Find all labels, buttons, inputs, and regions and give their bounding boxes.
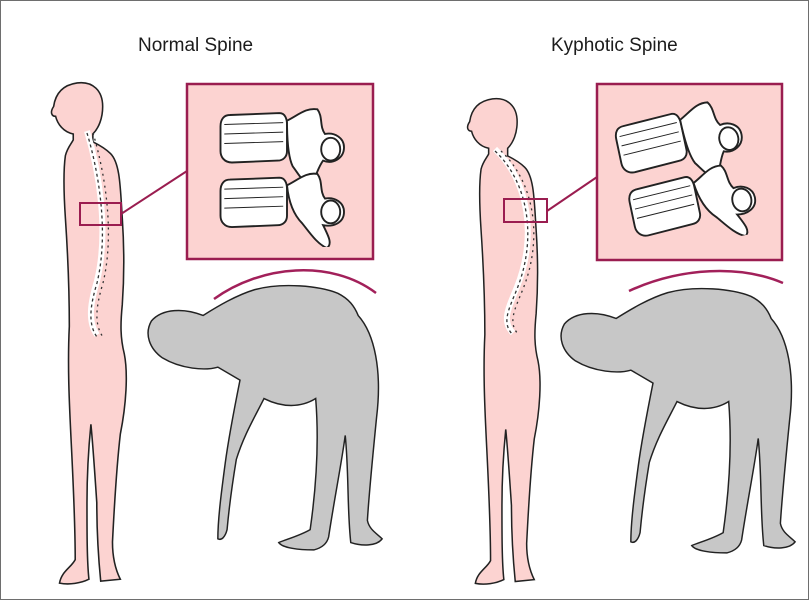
normal-standing-figure-icon: [51, 83, 126, 584]
kyphotic-standing-figure-icon: [468, 99, 540, 584]
normal-callout-line: [121, 171, 187, 214]
kyphotic-bent-figure-icon: [561, 289, 795, 553]
kyphotic-callout-line: [547, 177, 597, 211]
kyphotic-vertebrae-closeup: [597, 84, 782, 260]
normal-vertebrae-closeup: [187, 84, 373, 259]
normal-bent-figure-icon: [148, 286, 382, 550]
